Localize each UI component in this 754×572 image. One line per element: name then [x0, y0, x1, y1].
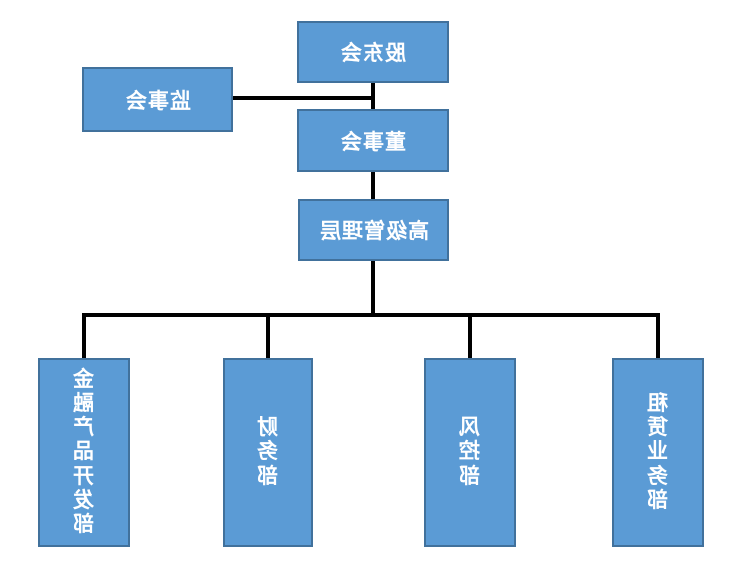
node-dept-financial-product-dev-label: 金融产品开发部 — [73, 368, 95, 536]
node-shareholders: 股东会 — [297, 21, 449, 83]
connector-shareholders-to-board — [371, 83, 375, 111]
connector-drop-leasing-business — [656, 313, 660, 358]
node-shareholders-label: 股东会 — [340, 42, 406, 65]
connector-supervisors-branch — [231, 96, 373, 100]
node-board-label: 董事会 — [340, 130, 406, 154]
node-dept-finance: 财务部 — [223, 358, 313, 547]
connector-senior-trunk — [371, 261, 375, 317]
node-board: 董事会 — [297, 109, 449, 172]
node-supervisors-label: 监事会 — [124, 89, 191, 113]
node-supervisors: 监事会 — [82, 67, 233, 132]
connector-drop-finance — [266, 313, 270, 358]
node-senior-management: 高级管理层 — [298, 199, 449, 261]
node-dept-leasing-business: 租赁业务部 — [612, 358, 704, 547]
node-dept-financial-product-dev: 金融产品开发部 — [38, 358, 130, 547]
connector-distribution-bar — [82, 313, 660, 317]
connector-drop-risk-control — [468, 313, 472, 358]
node-senior-management-label: 高级管理层 — [318, 220, 429, 243]
node-dept-risk-control: 风控部 — [424, 358, 516, 547]
node-dept-risk-control-label: 风控部 — [459, 416, 481, 488]
node-dept-finance-label: 财务部 — [257, 416, 279, 488]
node-dept-leasing-business-label: 租赁业务部 — [647, 392, 669, 512]
connector-board-to-senior — [371, 172, 375, 201]
connector-drop-financial-product-dev — [82, 313, 86, 358]
